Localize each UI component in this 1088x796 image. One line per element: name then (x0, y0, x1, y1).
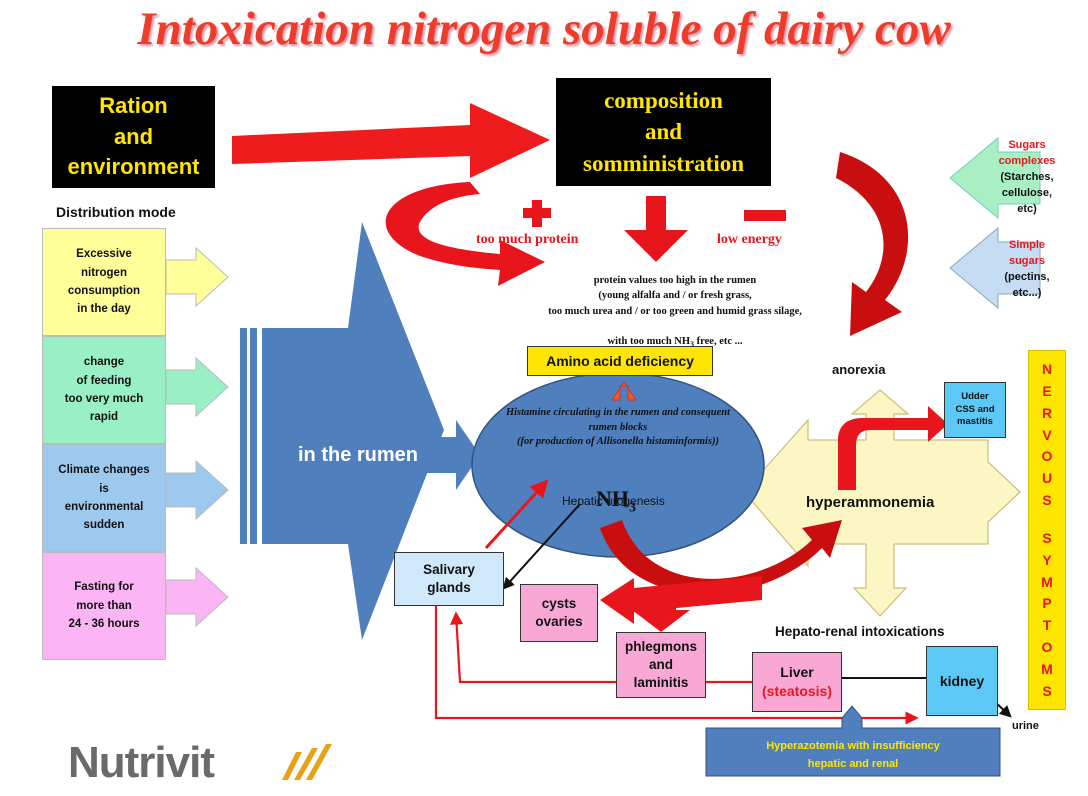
too-much-protein-label: too much protein (476, 232, 579, 247)
mode-excessive-nitrogen: Excessive nitrogen consumption in the da… (42, 228, 166, 336)
protein-text-last-suffix: free, etc ... (694, 336, 743, 348)
udder-box: Udder CSS and mastitis (944, 382, 1006, 438)
nutrivit-logo: Nutrivit (68, 738, 215, 787)
to-cysts-arrow (600, 576, 762, 624)
nervous-letter: P (1042, 595, 1052, 612)
nervous-letter: O (1041, 448, 1053, 465)
distribution-mode-label: Distribution mode (56, 204, 176, 220)
protein-text-last-prefix: with too much NH (607, 336, 691, 348)
simple-sugars-detail: (pectins, etc...) (1004, 271, 1050, 299)
nervous-letter: S (1042, 682, 1052, 699)
histamine-text: Histamine circulating in the rumen and c… (505, 407, 731, 448)
sugars-complexes-detail: (Starches, cellulose, etc) (1000, 171, 1054, 215)
amino-acid-deficiency-box: Amino acid deficiency (527, 346, 713, 376)
hyperazotemia-arrow (705, 705, 1001, 777)
to-phlegmons-arrow (632, 600, 690, 632)
low-energy-label: low energy (717, 232, 782, 247)
liver-label: Liver (780, 664, 814, 681)
urogenesis-to-salivary-arrow (502, 503, 581, 590)
nh3-label: NH3 (596, 460, 636, 516)
hepato-renal-label: Hepato-renal intoxications (775, 624, 945, 639)
mode-feeding-change: change of feeding too very much rapid (42, 336, 166, 444)
plus-sign (523, 200, 551, 227)
urine-label: urine (1012, 720, 1039, 732)
protein-values-text: protein values too high in the rumen (yo… (500, 258, 850, 351)
ration-to-composition-arrow (232, 103, 550, 178)
liver-box: Liver (steatosis) (752, 652, 842, 712)
steatosis-label: (steatosis) (761, 683, 833, 699)
nervous-letter: O (1041, 639, 1053, 656)
composition-box: composition and somministration (556, 78, 771, 186)
kidney-box: kidney (926, 646, 998, 716)
left-swirl-arrow (385, 182, 545, 286)
in-the-rumen-arrow (290, 420, 480, 490)
phlegmons-box: phlegmons and laminitis (616, 632, 706, 698)
feedback-line-inner (450, 611, 754, 684)
hyperammonemia-label: hyperammonemia (806, 494, 935, 511)
nervous-letter: E (1042, 382, 1052, 399)
nervous-symptoms-bar: N E R V O U S S Y M P T O M S (1028, 350, 1066, 710)
nervous-letter: U (1041, 470, 1053, 487)
hyperammonemia-udder-arrow (838, 406, 948, 490)
in-the-rumen-label: in the rumen (298, 444, 419, 466)
feedback-line-outer (434, 604, 919, 725)
amino-up-arrow (611, 381, 637, 401)
nervous-letter: Y (1042, 551, 1052, 568)
nervous-letter: N (1041, 361, 1053, 377)
hyperazotemia-label: Hyperazotemia with insufficiency hepatic… (766, 740, 940, 770)
mode-fasting: Fasting for more than 24 - 36 hours (42, 552, 166, 660)
rumen-funnel (262, 222, 444, 640)
salivary-glands-box: Salivary glands (394, 552, 504, 606)
nervous-letter: M (1041, 573, 1053, 590)
nh3-sub: 3 (629, 500, 636, 516)
minus-sign (744, 210, 786, 221)
page-title: Intoxication nitrogen soluble of dairy c… (137, 3, 951, 55)
hepatic-urogenesis-label: Hepatic urogenesis (562, 494, 665, 508)
simple-sugars-title: Simple sugars (1008, 239, 1046, 268)
mode-climate-change: Climate changes is environmental sudden (42, 444, 166, 552)
protein-text-last-sub: 3 (690, 340, 695, 350)
sugars-complexes-arrow (949, 136, 1041, 220)
nervous-letter: M (1041, 661, 1053, 678)
simple-sugars-box: Simple sugars (pectins, etc...) (992, 226, 1062, 314)
sugars-complexes-title: Sugars complexes (998, 139, 1056, 168)
rumen-to-hyperammonemia-arrow (600, 520, 842, 595)
nervous-letter: S (1042, 529, 1052, 546)
nh3-prefix: NH (596, 486, 629, 511)
logo-mark (282, 744, 332, 780)
sugars-complexes-box: Sugars complexes (Starches, cellulose, e… (992, 134, 1062, 222)
hyperammonemia-cross (743, 389, 1021, 617)
nervous-letter: R (1041, 404, 1053, 421)
nervous-letter: V (1042, 426, 1052, 443)
protein-text-lines: protein values too high in the rumen (yo… (548, 275, 802, 317)
right-swirl-arrow (836, 152, 909, 336)
nervous-letter: T (1042, 617, 1052, 634)
simple-sugars-arrow (949, 226, 1041, 310)
salivary-to-nh3-arrow (484, 479, 549, 550)
divider-bar-2 (250, 328, 257, 544)
mode-arrows (165, 246, 229, 628)
ration-environment-box: Ration and environment (52, 86, 215, 188)
anorexia-label: anorexia (832, 362, 886, 377)
divider-bar-1 (240, 328, 247, 544)
down-arrow (624, 196, 688, 262)
cysts-ovaries-box: cysts ovaries (520, 584, 598, 642)
nervous-letter: S (1042, 492, 1052, 509)
